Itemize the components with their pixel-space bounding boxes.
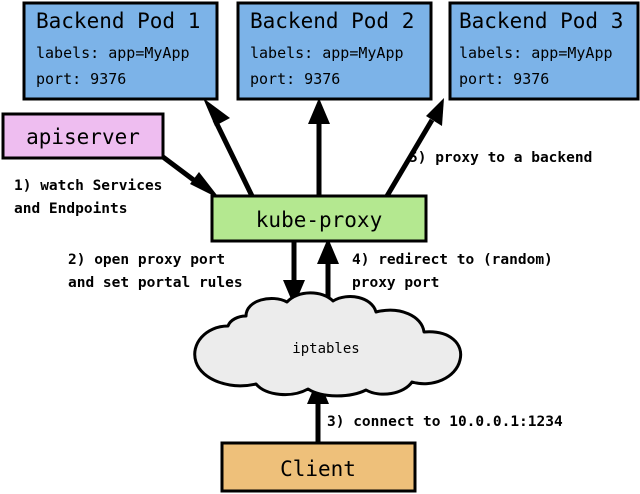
iptables-cloud-node: iptables [193,291,463,398]
backend-pod-3-node: Backend Pod 3 labels: app=MyApp port: 93… [448,1,640,101]
step-1-line-2: and Endpoints [14,201,128,217]
kube-proxy-label: kube-proxy [256,208,382,232]
step-3-line-1: 3) connect to 10.0.0.1:1234 [327,414,563,430]
step-2-line-1: 2) open proxy port [68,252,225,268]
backend-pod-2-labels: labels: app=MyApp [250,44,404,62]
edge-apiserver-to-kubeproxy [161,155,220,199]
step-2-label: 2) open proxy port and set portal rules [68,252,243,291]
step-4-label: 4) redirect to (random) proxy port [352,252,553,291]
kube-proxy-node: kube-proxy [210,194,428,243]
step-5-line-1: 5) proxy to a backend [409,150,592,166]
iptables-label: iptables [292,341,359,357]
backend-pod-1-title: Backend Pod 1 [36,9,200,33]
backend-pod-1-labels: labels: app=MyApp [36,44,190,62]
apiserver-label: apiserver [26,125,140,149]
client-node: Client [220,441,417,493]
backend-pod-2-node: Backend Pod 2 labels: app=MyApp port: 93… [236,1,433,101]
edge-kubeproxy-to-pod3 [384,98,444,198]
backend-pod-3-labels: labels: app=MyApp [459,44,613,62]
step-3-label: 3) connect to 10.0.0.1:1234 [327,414,563,430]
backend-pod-3-title: Backend Pod 3 [459,9,623,33]
backend-pod-2-port: port: 9376 [250,70,340,88]
step-4-line-2: proxy port [352,275,439,291]
backend-pod-1-port: port: 9376 [36,70,126,88]
edge-kubeproxy-to-pod2 [308,98,330,196]
step-5-label: 5) proxy to a backend [409,150,592,166]
step-1-line-1: 1) watch Services [14,178,162,194]
edge-kubeproxy-to-pod1 [203,98,255,198]
backend-pod-3-port: port: 9376 [459,70,549,88]
backend-pod-1-node: Backend Pod 1 labels: app=MyApp port: 93… [22,1,219,101]
step-2-line-2: and set portal rules [68,275,243,291]
step-1-label: 1) watch Services and Endpoints [14,178,162,217]
step-4-line-1: 4) redirect to (random) [352,252,553,268]
backend-pod-2-title: Backend Pod 2 [250,9,414,33]
client-label: Client [280,457,356,481]
apiserver-node: apiserver [1,112,165,160]
edge-kubeproxy-to-iptables [283,241,305,306]
